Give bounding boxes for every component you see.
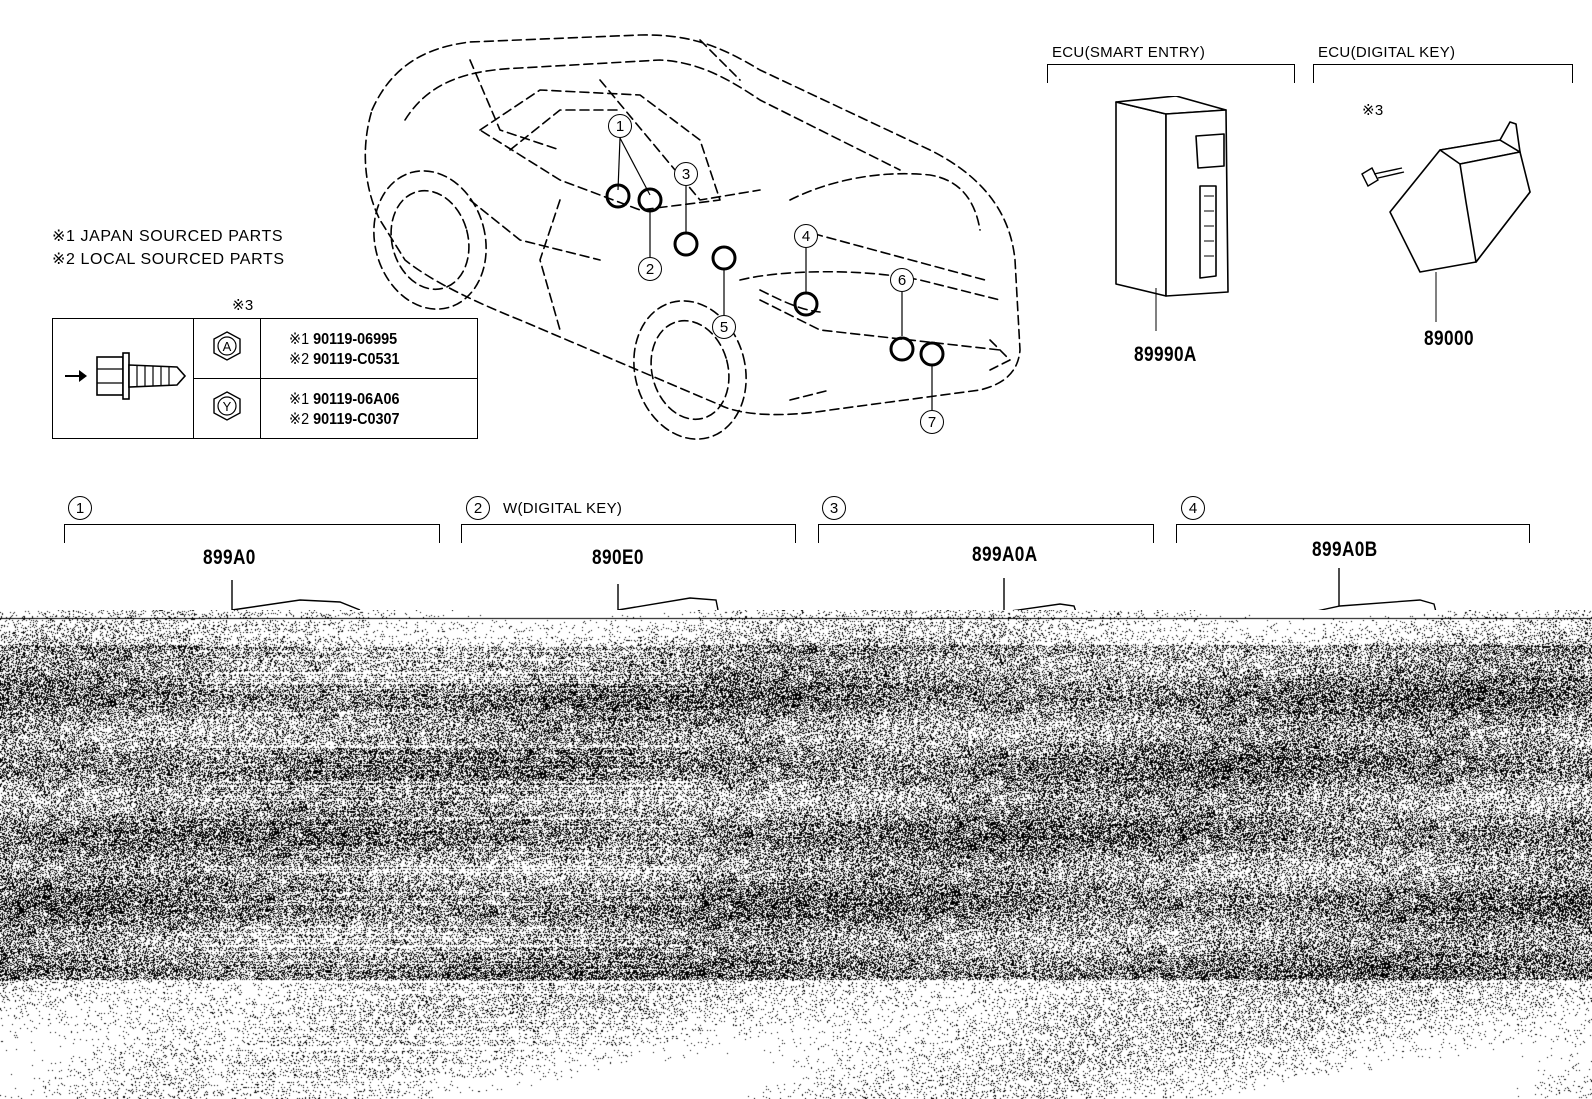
bolt-part-line: ※2 90119-C0307: [289, 409, 458, 429]
section-2-part-number: 890E0: [592, 546, 644, 569]
ecu-smart-entry-bracket: [1047, 64, 1295, 83]
note-local-sourced: ※2 LOCAL SOURCED PARTS: [52, 251, 285, 268]
bolt-part-number: 90119-06995: [313, 330, 398, 348]
section-1-part-number: 899A0: [203, 546, 256, 569]
ecu-smart-entry-part-number: 89990A: [1134, 343, 1197, 366]
ecu-digital-key-part-number: 89000: [1424, 327, 1474, 350]
note-japan-sourced: ※1 JAPAN SOURCED PARTS: [52, 228, 284, 245]
bolt-drawing-cell: [52, 318, 194, 439]
bolt-part-number: 90119-C0531: [313, 350, 400, 368]
section-2-number: 2: [466, 496, 490, 520]
callout-5: 5: [712, 315, 736, 339]
bolt-code-y: Y: [223, 399, 232, 414]
market-mark: ※1: [289, 390, 310, 408]
bolt-code-y-cell: Y: [193, 378, 261, 439]
hex-code-icon: Y: [213, 391, 241, 421]
callout-6: 6: [890, 268, 914, 292]
callout-3: 3: [674, 162, 698, 186]
bolt-code-a: A: [223, 339, 232, 354]
section-2-bracket: [461, 524, 796, 543]
section-3-bracket: [818, 524, 1154, 543]
ecu-smart-entry-label: ECU(SMART ENTRY): [1052, 44, 1206, 61]
bolt-part-line: ※1 90119-06A06: [289, 389, 458, 409]
ecu-digital-key-label: ECU(DIGITAL KEY): [1318, 44, 1456, 61]
callout-2: 2: [638, 257, 662, 281]
bolt-part-line: ※2 90119-C0531: [289, 349, 458, 369]
section-parts-sketches: [231, 568, 1437, 613]
ecu-digital-key-note-mark: ※3: [1362, 102, 1384, 119]
callout-4: 4: [794, 224, 818, 248]
bolt-reference-table: A ※1 90119-06995 ※2 90119-C0531 Y ※1 901…: [52, 318, 478, 439]
market-mark: ※1: [289, 330, 310, 348]
market-mark: ※2: [289, 350, 310, 368]
section-1-number: 1: [68, 496, 92, 520]
section-2-label: W(DIGITAL KEY): [503, 500, 623, 517]
market-mark: ※2: [289, 410, 310, 428]
bolt-code-a-cell: A: [193, 318, 261, 379]
section-4-number: 4: [1181, 496, 1205, 520]
section-1-bracket: [64, 524, 440, 543]
section-4-part-number: 899A0B: [1312, 538, 1378, 561]
bolt-parts-a-cell: ※1 90119-06995 ※2 90119-C0531: [260, 318, 478, 379]
callout-1: 1: [608, 114, 632, 138]
image-noise-band: [0, 610, 1592, 1099]
section-4-bracket: [1176, 524, 1530, 543]
bolt-parts-y-cell: ※1 90119-06A06 ※2 90119-C0307: [260, 378, 478, 439]
callout-7: 7: [920, 410, 944, 434]
bolt-part-number: 90119-06A06: [313, 390, 400, 408]
bolt-table-title: ※3: [232, 297, 254, 314]
bolt-icon: [65, 352, 187, 400]
bolt-part-number: 90119-C0307: [313, 410, 400, 428]
bolt-part-line: ※1 90119-06995: [289, 329, 458, 349]
hex-code-icon: A: [213, 331, 241, 361]
ecu-digital-key-bracket: [1313, 64, 1573, 83]
ecu-smart-entry-drawing: [1115, 96, 1229, 331]
vehicle-illustration: [364, 34, 1021, 440]
section-3-part-number: 899A0A: [972, 543, 1038, 566]
ecu-digital-key-drawing: [1361, 121, 1531, 322]
section-3-number: 3: [822, 496, 846, 520]
